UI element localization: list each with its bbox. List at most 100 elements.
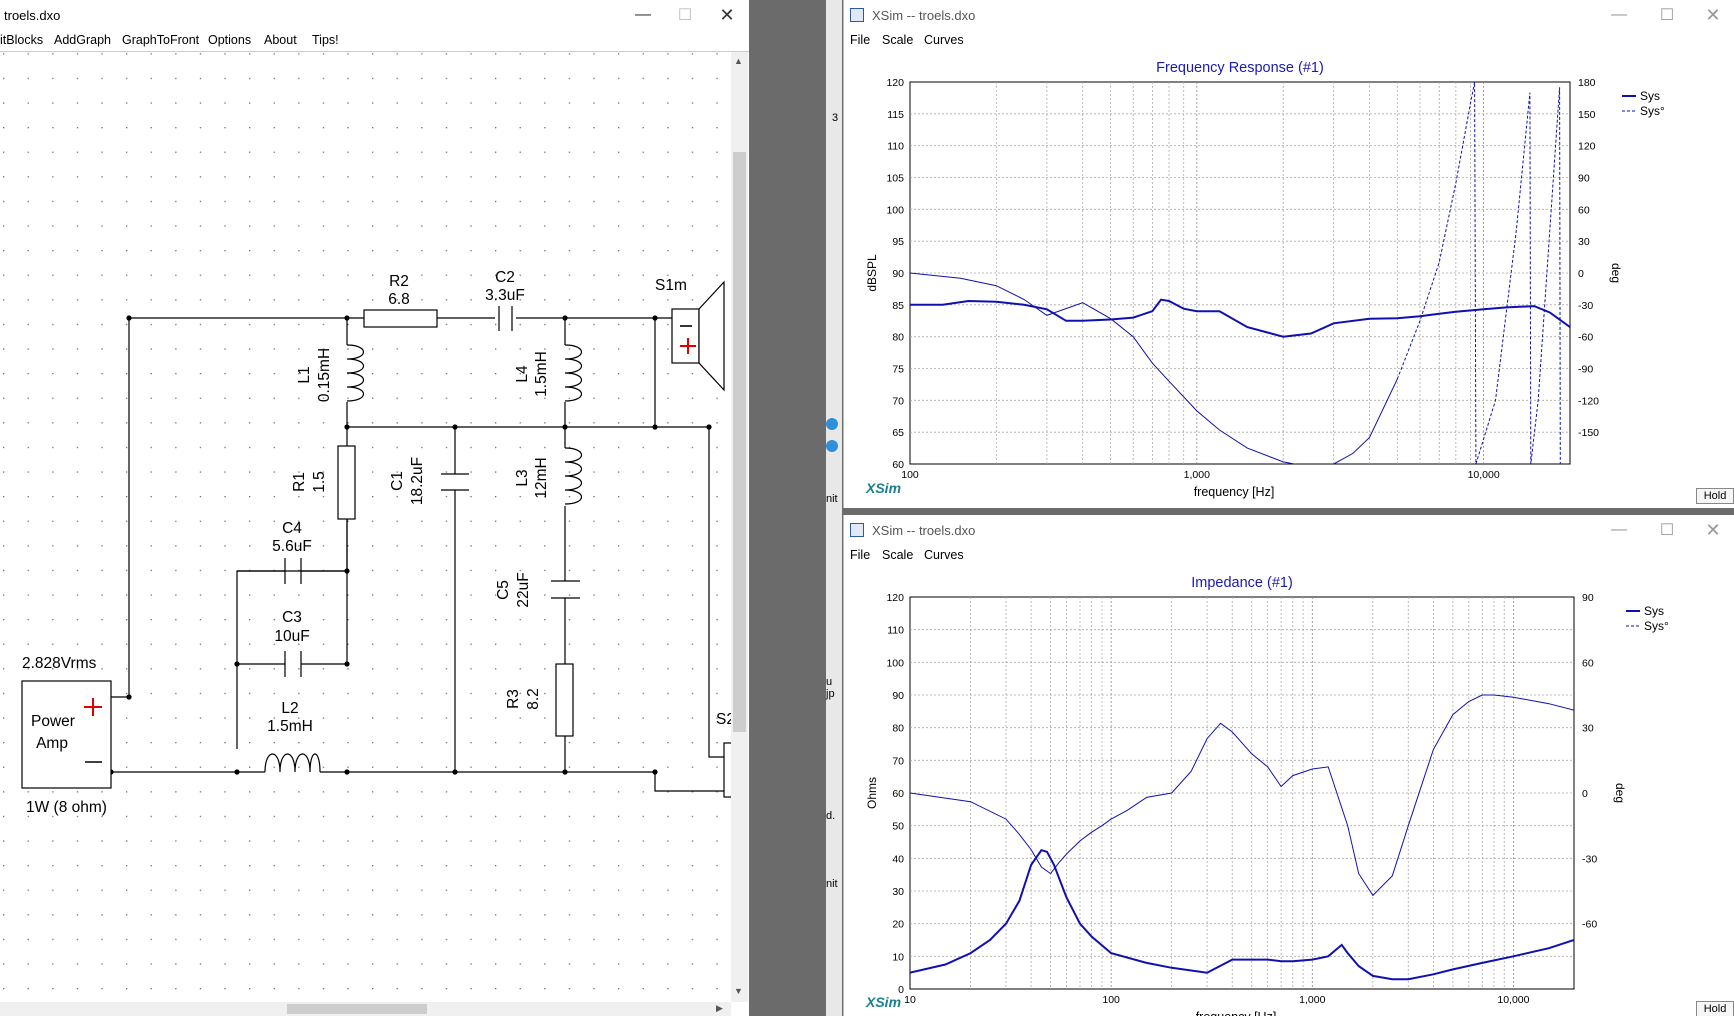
bg-fragment-5: nit <box>826 878 838 890</box>
label-c3-value: 10uF <box>274 628 309 645</box>
y2-tick-label: 60 <box>1578 204 1590 216</box>
hold-button[interactable]: Hold <box>1696 488 1734 504</box>
x-tick-label: 1,000 <box>1299 994 1325 1006</box>
capacitor-c4[interactable] <box>284 558 302 584</box>
minimize-icon[interactable]: — <box>1611 6 1627 23</box>
close-icon[interactable]: ✕ <box>1705 4 1721 25</box>
xsim-brand: XSim <box>866 480 902 496</box>
menu-about[interactable]: About <box>264 33 297 47</box>
menu-file[interactable]: File <box>850 33 871 47</box>
power-amp[interactable] <box>21 680 112 789</box>
background-window-strip: 3 nit u jp d. nit <box>826 0 842 1016</box>
close-icon[interactable]: ✕ <box>1705 519 1721 540</box>
inductor-l4[interactable] <box>564 344 583 402</box>
label-r3-value: 8.2 <box>525 688 542 710</box>
schematic-menubar: itBlocks AddGraph GraphToFront Options A… <box>0 30 749 50</box>
impedance-menubar: File Scale Curves <box>844 545 1734 565</box>
scroll-up-icon[interactable]: ▲ <box>734 56 743 66</box>
series-line <box>910 849 1574 981</box>
minimize-icon[interactable]: — <box>1611 521 1627 538</box>
menu-file[interactable]: File <box>850 548 871 562</box>
series-line <box>910 694 1574 897</box>
label-l2-name: L2 <box>281 700 298 717</box>
y-tick-label: 40 <box>892 853 904 865</box>
maximize-icon[interactable]: ☐ <box>1659 522 1675 539</box>
x-axis-label: frequency [Hz] <box>1194 485 1275 499</box>
chart-title: Frequency Response (#1) <box>1156 60 1324 76</box>
y-tick-label: 0 <box>898 984 904 996</box>
y-tick-label: 60 <box>892 459 904 471</box>
label-c2-value: 3.3uF <box>485 287 525 304</box>
menu-tips[interactable]: Tips! <box>312 33 339 47</box>
menu-options[interactable]: Options <box>208 33 252 47</box>
y2-tick-label: -30 <box>1578 300 1593 312</box>
y2-tick-label: -150 <box>1578 427 1599 439</box>
y-tick-label: 100 <box>886 204 904 216</box>
x-tick-label: 100 <box>901 469 919 481</box>
capacitor-c5[interactable] <box>551 580 580 599</box>
label-c1-name: C1 <box>389 471 406 491</box>
menu-curves[interactable]: Curves <box>924 33 964 47</box>
label-r3-name: R3 <box>505 689 522 709</box>
label-l3-name: L3 <box>514 469 531 486</box>
series-line <box>910 298 1570 338</box>
capacitor-c2[interactable] <box>498 306 513 331</box>
horizontal-scroll-thumb[interactable] <box>287 1004 427 1014</box>
inductor-l1[interactable] <box>346 344 365 402</box>
menu-blocks[interactable]: itBlocks <box>0 33 44 47</box>
x-tick-label: 1,000 <box>1184 469 1210 481</box>
bg-fragment-3: u jp <box>826 676 835 700</box>
impedance-titlebar[interactable]: XSim -- troels.dxo — ☐ ✕ <box>844 515 1734 545</box>
gear-icon <box>826 440 838 452</box>
schematic-canvas[interactable]: R2 6.8 C2 3.3uF S1m S2 C4 5.6uF C3 10uF … <box>0 52 731 1002</box>
scroll-right-icon[interactable]: ▶ <box>716 1003 723 1013</box>
minimize-icon[interactable]: — <box>635 6 651 23</box>
inductor-l3[interactable] <box>564 447 583 505</box>
app-icon <box>850 523 864 537</box>
capacitor-c3[interactable] <box>284 651 302 677</box>
y-tick-label: 10 <box>892 951 904 963</box>
legend-label: Sys <box>1640 89 1660 103</box>
resistor-r2[interactable] <box>363 309 438 328</box>
label-r2-name: R2 <box>389 273 409 290</box>
y2-tick-label: -60 <box>1582 919 1597 931</box>
speaker-s1[interactable] <box>671 280 725 392</box>
y-tick-label: 80 <box>892 723 904 735</box>
frequency-titlebar[interactable]: XSim -- troels.dxo — ☐ ✕ <box>844 0 1734 30</box>
label-c2-name: C2 <box>495 269 515 286</box>
label-c5-name: C5 <box>495 580 512 600</box>
y2-tick-label: 30 <box>1578 236 1590 248</box>
label-l2-value: 1.5mH <box>267 718 313 735</box>
xsim-brand: XSim <box>866 994 902 1010</box>
menu-curves[interactable]: Curves <box>924 548 964 562</box>
vertical-scroll-thumb[interactable] <box>733 152 746 732</box>
y2-tick-label: 0 <box>1578 268 1584 280</box>
menu-scale[interactable]: Scale <box>882 548 914 562</box>
resistor-r1[interactable] <box>337 445 356 520</box>
menu-graphtofront[interactable]: GraphToFront <box>122 33 200 47</box>
vertical-scrollbar[interactable]: ▲ ▼ <box>731 52 748 1002</box>
hold-button[interactable]: Hold <box>1696 1001 1734 1016</box>
series-line <box>910 272 1398 464</box>
gear-icon <box>826 418 838 430</box>
capacitor-c1[interactable] <box>441 473 469 491</box>
inductor-l2[interactable] <box>264 753 321 773</box>
legend-label: Sys <box>1644 604 1664 618</box>
horizontal-scrollbar[interactable]: ▶ <box>0 1002 731 1016</box>
schematic-titlebar[interactable]: troels.dxo — ☐ ✕ <box>0 0 749 30</box>
speaker-s2[interactable] <box>723 716 731 824</box>
y-tick-label: 90 <box>892 690 904 702</box>
maximize-icon[interactable]: ☐ <box>1659 7 1675 24</box>
y-tick-label: 30 <box>892 886 904 898</box>
y2-tick-label: 150 <box>1578 109 1596 121</box>
y-tick-label: 100 <box>886 657 904 669</box>
scroll-down-icon[interactable]: ▼ <box>734 986 743 996</box>
resistor-r3[interactable] <box>555 663 574 737</box>
maximize-icon[interactable]: ☐ <box>677 7 693 24</box>
close-icon[interactable]: ✕ <box>719 4 735 25</box>
menu-scale[interactable]: Scale <box>882 33 914 47</box>
label-s2-name: S2 <box>716 711 731 728</box>
y-tick-label: 65 <box>892 427 904 439</box>
y-tick-label: 120 <box>886 592 904 604</box>
menu-addgraph[interactable]: AddGraph <box>54 33 111 47</box>
